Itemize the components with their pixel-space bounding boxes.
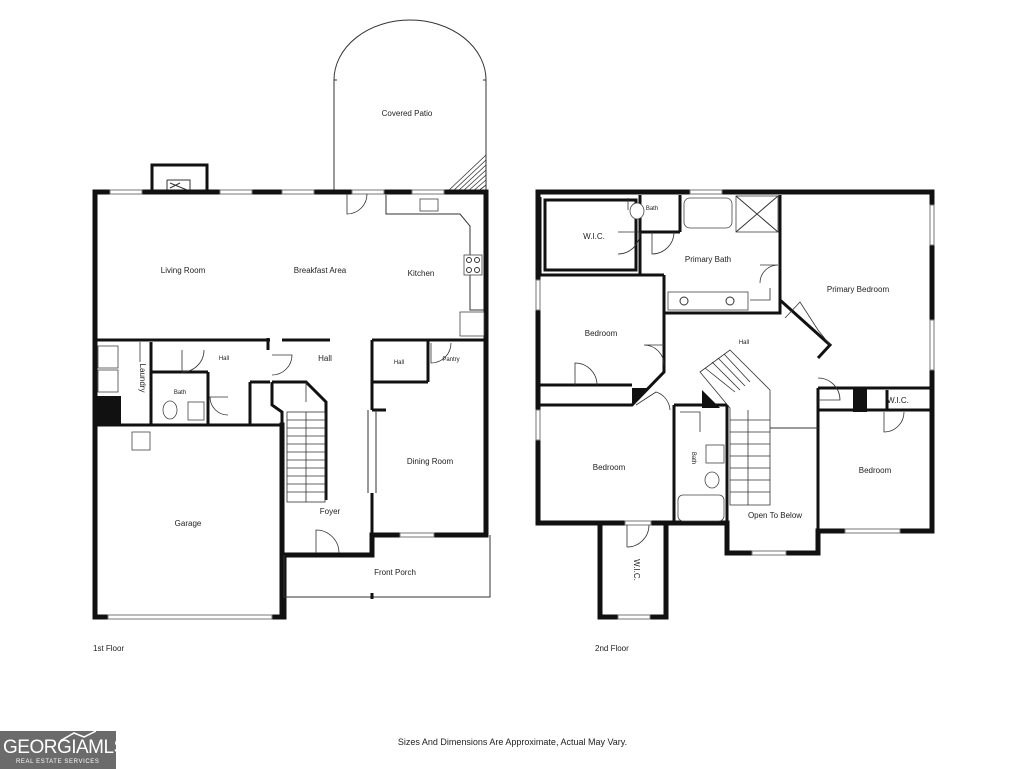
room-labels: Covered Patio Living Room Breakfast Area…: [93, 109, 909, 653]
first-floor-windows: [107, 189, 445, 620]
first-floor-interior-walls: [95, 338, 486, 555]
label-garage: Garage: [175, 519, 202, 528]
label-bath-top: Bath: [646, 206, 658, 212]
label-bedroom-left: Bedroom: [585, 329, 618, 338]
logo-text: GEORGIAMLS: [3, 737, 126, 758]
front-porch-outline: [283, 535, 491, 598]
label-bedroom-right: Bedroom: [859, 466, 892, 475]
bath-sink: [187, 401, 205, 421]
stove: [463, 254, 483, 276]
label-hall-second: Hall: [739, 340, 749, 346]
refrigerator: [459, 311, 485, 337]
second-floor-interior-walls: [538, 195, 932, 553]
first-floor-stairs: [286, 411, 326, 503]
label-primary-bedroom: Primary Bedroom: [827, 285, 890, 294]
georgiamls-logo: GEORGIAMLS REAL ESTATE SERVICES: [0, 731, 126, 769]
second-floor-plan: [535, 189, 935, 620]
caption-first-floor: 1st Floor: [93, 644, 124, 653]
label-pantry: Pantry: [442, 357, 459, 363]
label-primary-bath: Primary Bath: [685, 255, 731, 264]
dryer: [97, 369, 119, 393]
label-wic-top: W.I.C.: [583, 232, 605, 241]
garage-box: [131, 431, 151, 451]
covered-patio-outline: [333, 19, 487, 192]
label-hall: Hall: [318, 354, 332, 363]
second-floor-exterior-wall: [535, 189, 935, 556]
toilet-mid: [704, 471, 720, 489]
water-heater: [95, 396, 121, 424]
label-bath-mid: Bath: [690, 452, 696, 464]
roof-icon: [60, 731, 96, 741]
second-floor-windows: [535, 189, 935, 556]
label-living-room: Living Room: [161, 266, 206, 275]
first-floor-exterior-wall: [92, 189, 489, 620]
bathtub: [683, 197, 733, 229]
washer: [97, 345, 119, 369]
label-breakfast-area: Breakfast Area: [294, 266, 347, 275]
label-dining-room: Dining Room: [407, 457, 454, 466]
label-hall-pantry: Hall: [394, 360, 404, 366]
label-covered-patio: Covered Patio: [382, 109, 433, 118]
second-floor-stairs: [699, 349, 771, 506]
label-foyer: Foyer: [320, 507, 341, 516]
kitchen-sink: [419, 198, 439, 212]
toilet: [162, 400, 178, 420]
label-laundry: Laundry: [138, 364, 147, 393]
patio-steps: [445, 154, 487, 193]
label-open-to-below: Open To Below: [748, 511, 802, 520]
kitchen-counter: [385, 195, 484, 311]
caption-second-floor: 2nd Floor: [595, 644, 629, 653]
label-kitchen: Kitchen: [408, 269, 435, 278]
label-bath-first: Bath: [174, 390, 186, 396]
label-hall-small: Hall: [219, 356, 229, 362]
primary-toilet: [629, 202, 645, 220]
label-wic-right: W.I.C.: [887, 396, 909, 405]
label-bedroom-lower: Bedroom: [593, 463, 626, 472]
disclaimer-text: Sizes And Dimensions Are Approximate, Ac…: [397, 737, 628, 747]
sink-mid: [705, 444, 725, 464]
label-front-porch: Front Porch: [374, 568, 416, 577]
primary-vanity: [667, 291, 749, 311]
fireplace: [150, 163, 209, 194]
tub-mid: [677, 494, 725, 522]
logo-subtext: REAL ESTATE SERVICES: [16, 759, 100, 765]
first-floor-plan: [92, 19, 491, 620]
label-wic-bottom: W.I.C.: [632, 559, 641, 581]
